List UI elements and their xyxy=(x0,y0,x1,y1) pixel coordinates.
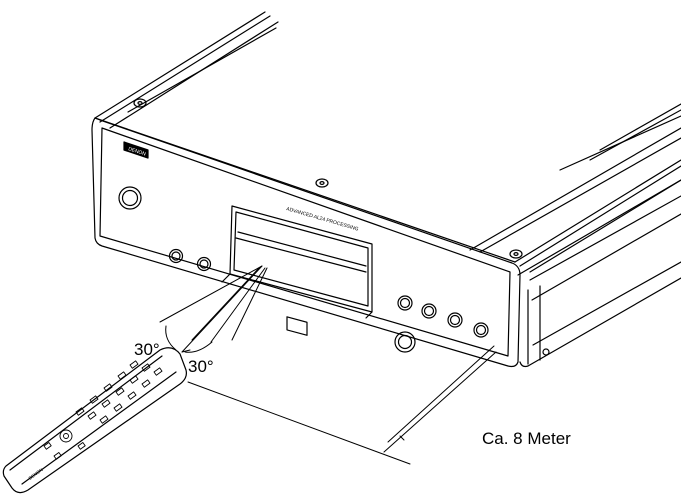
tray-eject-marker xyxy=(286,316,308,336)
top-screws xyxy=(133,98,523,259)
volume-knob xyxy=(394,331,416,353)
angle-label-left: 30° xyxy=(134,340,160,359)
player-top-surface xyxy=(94,11,681,273)
power-knob xyxy=(118,186,142,210)
right-controls xyxy=(394,295,489,353)
remote-control xyxy=(2,347,187,494)
angle-label-right: 30° xyxy=(188,357,214,376)
button-right-3 xyxy=(447,312,463,328)
brand-badge-box xyxy=(123,141,149,159)
signal-lines xyxy=(159,265,497,465)
player-front-panel xyxy=(91,117,521,368)
remote-buttons xyxy=(43,360,163,460)
disc-tray xyxy=(221,205,373,336)
left-controls xyxy=(118,186,212,272)
remote-brand-text: DENON xyxy=(28,467,44,481)
distance-label: Ca. 8 Meter xyxy=(482,429,571,448)
brand-badge-text: DENON xyxy=(127,146,146,157)
player-right-side xyxy=(517,179,681,368)
button-left-b xyxy=(196,256,212,272)
button-left-a xyxy=(168,248,184,264)
button-right-4 xyxy=(473,322,489,338)
button-right-1 xyxy=(397,295,413,311)
button-right-2 xyxy=(421,303,437,319)
